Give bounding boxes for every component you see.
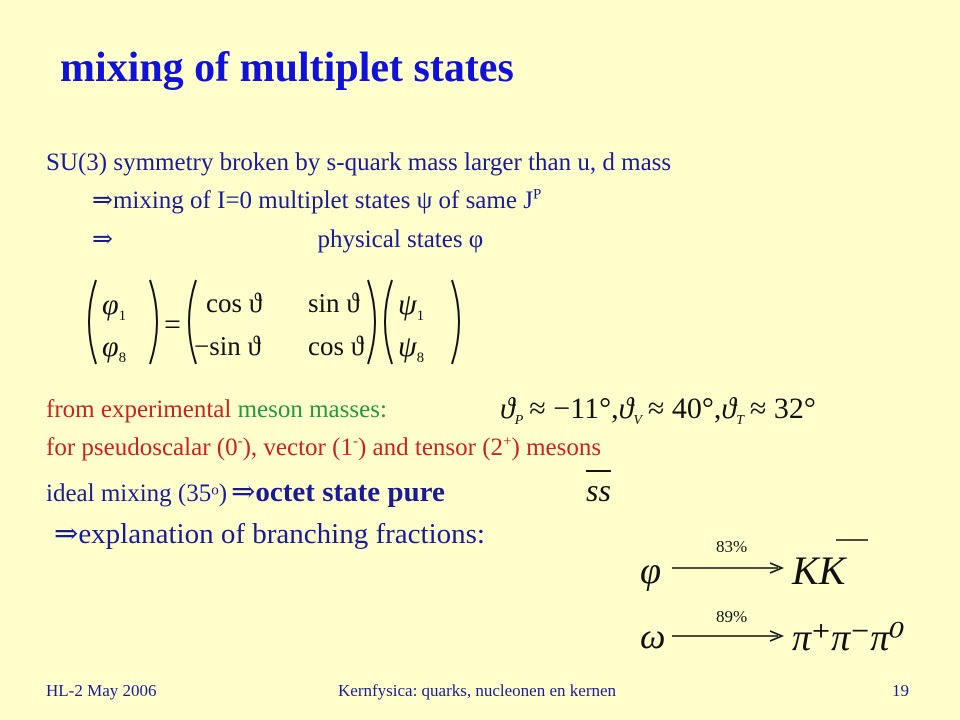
kk-products: KK	[791, 548, 848, 593]
octet-pure-text: octet state pure	[255, 476, 445, 508]
explanation-line: ⇒explanation of branching fractions:	[54, 516, 485, 551]
meson-masses-label: meson masses:	[237, 396, 387, 423]
phi-symbol: φ	[640, 550, 661, 592]
bracket-left-close	[149, 279, 158, 365]
physical-line: ⇒ physical states φ	[92, 224, 483, 254]
matrix-sin-top: sin ϑ	[308, 288, 360, 318]
bracket-right-close	[451, 279, 460, 365]
matrix-cos-top: cos ϑ	[206, 288, 263, 318]
mixing-line: ⇒mixing of I=0 multiplet states ψ of sam…	[92, 185, 541, 215]
pion-products: π⁺π⁻π⁰	[792, 617, 904, 659]
footer-course: Kernfysica: quarks, nucleonen en kernen	[338, 681, 617, 700]
equals-sign: =	[164, 308, 181, 341]
bracket-right-open	[384, 279, 393, 365]
implies-arrow: ⇒	[92, 226, 113, 253]
phi-branching: 83%	[716, 537, 747, 556]
slide-title: mixing of multiplet states	[60, 45, 514, 91]
bracket-left-open	[88, 279, 97, 365]
meson-types-line: for pseudoscalar (0-), vector (1-) and t…	[46, 433, 602, 461]
implies-arrow: ⇒	[92, 187, 113, 214]
omega-decay: ω 89% π⁺π⁻π⁰	[640, 607, 904, 659]
phi-decay: φ 83% KK	[640, 537, 868, 593]
implies-arrow: ⇒	[54, 518, 79, 550]
footer-date: HL-2 May 2006	[46, 681, 157, 700]
phi-arrow-head	[769, 562, 785, 574]
implies-arrow: ⇒	[231, 476, 256, 508]
physical-text: physical states φ	[317, 226, 484, 253]
omega-branching: 89%	[716, 607, 747, 626]
parity-sup: P	[532, 186, 542, 203]
mixing-matrix-equation: φ1 φ8 = cos ϑ sin ϑ −sin ϑ cos ϑ ψ1 ψ8	[88, 279, 460, 366]
footer-page-number: 19	[892, 681, 909, 700]
bracket-matrix-close	[367, 279, 376, 365]
matrix-cos-bottom: cos ϑ	[308, 331, 365, 361]
matrix-minus-sin: −sin ϑ	[194, 331, 261, 361]
rhs-psi1: ψ1	[398, 288, 424, 324]
mixing-text: mixing of I=0 multiplet states ψ of same…	[112, 187, 533, 214]
omega-arrow-head	[769, 630, 785, 642]
experimental-line: from experimental meson masses:	[46, 396, 387, 424]
bracket-matrix-open	[188, 279, 197, 365]
symmetry-line: SU(3) symmetry broken by s-quark mass la…	[46, 149, 672, 176]
mixing-angles-formula: ϑP≈ −11°,ϑV≈ 40°,ϑT≈ 32°	[500, 392, 816, 428]
lhs-phi8: φ8	[102, 330, 126, 366]
angle-values: ϑP≈ −11°,ϑV≈ 40°,ϑT≈ 32°	[500, 392, 816, 428]
experimental-label: from experimental	[46, 396, 232, 423]
ideal-mixing-line: ideal mixing (35o) ⇒octet state pure	[46, 476, 445, 508]
omega-symbol: ω	[640, 616, 665, 656]
rhs-psi8: ψ8	[398, 330, 424, 366]
s-sbar: ss	[586, 472, 611, 508]
lhs-phi1: φ1	[102, 288, 126, 324]
explanation-text: explanation of branching fractions:	[78, 518, 485, 550]
